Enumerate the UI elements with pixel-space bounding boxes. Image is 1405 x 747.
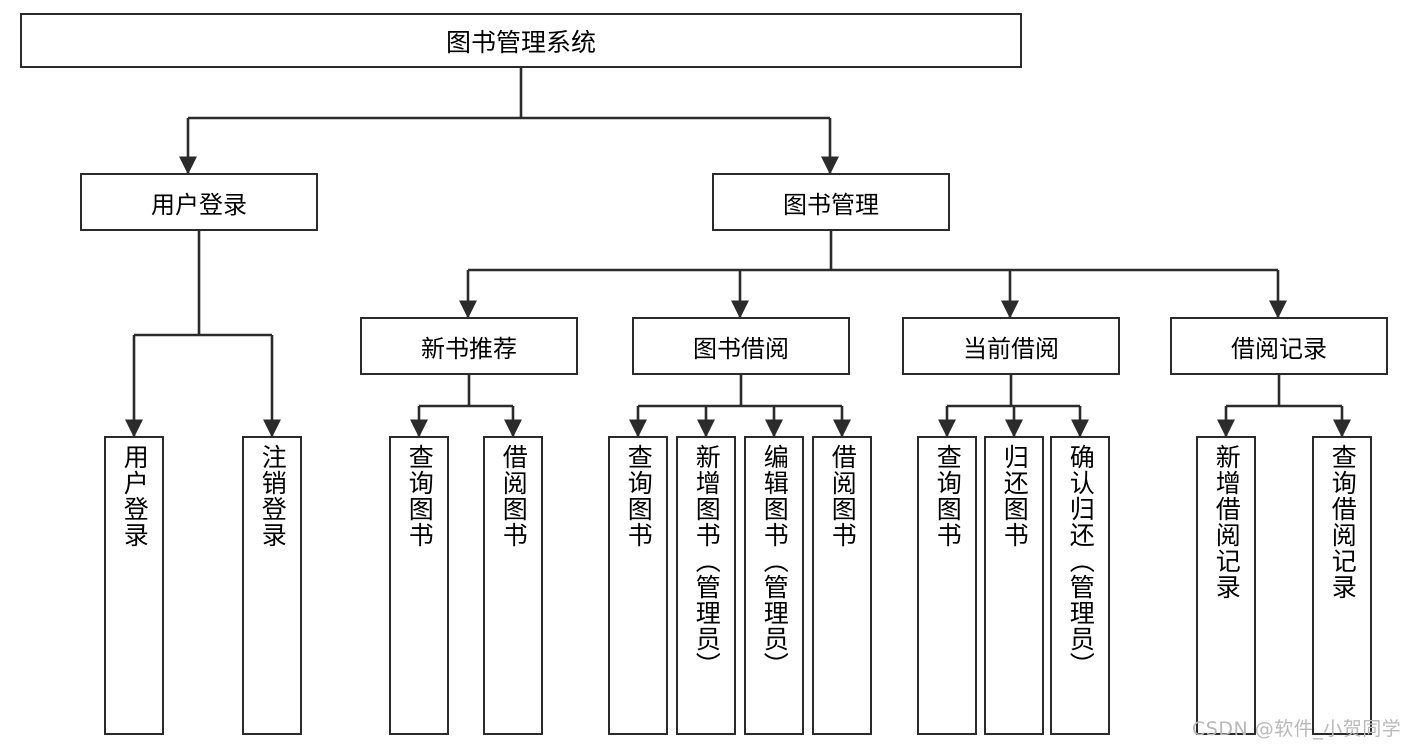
node-label: 图书管理系统 — [445, 27, 596, 57]
node-root-system[interactable]: 图书管理系统 — [20, 13, 1022, 68]
node-leaf-user-login[interactable]: 用户登录 — [104, 436, 164, 735]
node-label: 查询图书 — [933, 444, 963, 548]
node-leaf-add-book[interactable]: 新增图书（管理员） — [676, 436, 736, 735]
node-label: 确认归还（管理员） — [1066, 444, 1096, 678]
node-label: 图书借阅 — [693, 334, 789, 363]
node-new-book-rec[interactable]: 新书推荐 — [360, 317, 578, 375]
node-leaf-query-book[interactable]: 查询图书 — [608, 436, 668, 735]
csdn-watermark: CSDN @软件_小贺同学 — [1192, 718, 1402, 740]
node-label: 当前借阅 — [963, 334, 1059, 363]
node-leaf-query-book-rec[interactable]: 查询图书 — [389, 436, 449, 735]
node-user-login[interactable]: 用户登录 — [80, 173, 318, 231]
node-leaf-return-book[interactable]: 归还图书 — [984, 436, 1044, 735]
node-leaf-confirm-return[interactable]: 确认归还（管理员） — [1050, 436, 1110, 735]
node-label: 借阅记录 — [1231, 334, 1327, 363]
node-label: 用户登录 — [151, 190, 247, 219]
node-label: 注销登录 — [258, 444, 288, 548]
node-leaf-borrow-book[interactable]: 借阅图书 — [812, 436, 872, 735]
node-leaf-borrow-book-rec[interactable]: 借阅图书 — [483, 436, 543, 735]
node-label: 图书管理 — [783, 190, 879, 219]
node-label: 借阅图书 — [828, 444, 858, 548]
node-label: 新书推荐 — [421, 334, 517, 363]
node-book-manage[interactable]: 图书管理 — [712, 173, 950, 231]
node-label: 编辑图书（管理员） — [760, 444, 790, 678]
node-label: 借阅图书 — [499, 444, 529, 548]
node-leaf-query-record[interactable]: 查询借阅记录 — [1312, 436, 1372, 735]
node-label: 查询图书 — [624, 444, 654, 548]
node-label: 查询借阅记录 — [1328, 444, 1358, 600]
node-book-borrow[interactable]: 图书借阅 — [632, 317, 850, 375]
node-leaf-add-record[interactable]: 新增借阅记录 — [1196, 436, 1256, 735]
node-current-borrow[interactable]: 当前借阅 — [902, 317, 1120, 375]
node-leaf-query-book-cur[interactable]: 查询图书 — [917, 436, 977, 735]
node-borrow-record[interactable]: 借阅记录 — [1170, 317, 1388, 375]
node-label: 查询图书 — [405, 444, 435, 548]
node-label: 新增图书（管理员） — [692, 444, 722, 678]
node-label: 用户登录 — [120, 444, 150, 548]
node-label: 归还图书 — [1000, 444, 1030, 548]
node-leaf-logout[interactable]: 注销登录 — [242, 436, 302, 735]
node-label: 新增借阅记录 — [1212, 444, 1242, 600]
node-leaf-edit-book[interactable]: 编辑图书（管理员） — [744, 436, 804, 735]
